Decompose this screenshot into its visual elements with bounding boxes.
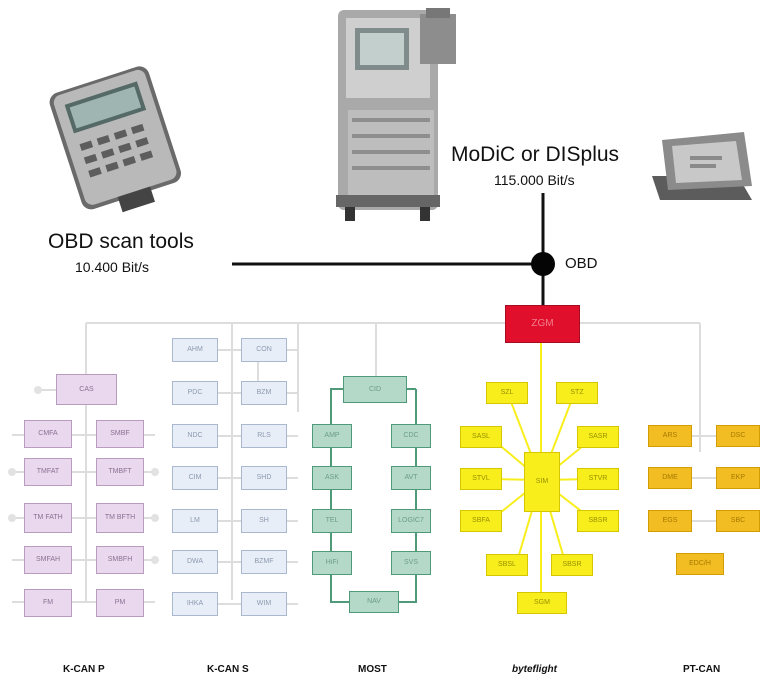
ecu-svs: SVS: [391, 551, 431, 575]
ecu-sbc: SBC: [716, 510, 760, 532]
ecu-cdc: CDC: [391, 424, 431, 448]
bus-label-byteflight: byteflight: [512, 664, 557, 675]
ecu-egs: EGS: [648, 510, 692, 532]
ecu-amp: AMP: [312, 424, 352, 448]
ecu-sasr: SASR: [577, 426, 619, 448]
ecu-tmfat: TMFAT: [24, 458, 72, 486]
ecu-tm-bfth: TM BFTH: [96, 503, 144, 533]
modic-label: MoDiC or DISplus: [451, 143, 620, 166]
ecu-ars: ARS: [648, 425, 692, 447]
obd-label: OBD: [565, 255, 598, 272]
ecu-ihka: IHKA: [172, 592, 218, 616]
ecu-ask: ASK: [312, 466, 352, 490]
obd-rate: 10.400 Bit/s: [75, 259, 149, 275]
ecu-sbsr: SBSR: [551, 554, 593, 576]
ecu-fm: FM: [24, 589, 72, 617]
bus-label-kcan-s: K-CAN S: [207, 664, 249, 675]
ecu-szl: SZL: [486, 382, 528, 404]
ecu-avt: AVT: [391, 466, 431, 490]
ecu-sasl: SASL: [460, 426, 502, 448]
ecu-ekp: EKP: [716, 467, 760, 489]
bus-label-pt-can: PT-CAN: [683, 664, 721, 675]
ecu-sgm: SGM: [517, 592, 567, 614]
laptop-tester-image: [652, 132, 752, 200]
ecu-sbfa: SBFA: [460, 510, 502, 532]
obd-tools-label: OBD scan tools: [48, 230, 194, 253]
obd-node: [531, 252, 555, 276]
ecu-ndc: NDC: [172, 424, 218, 448]
most-ring-right: [398, 389, 417, 603]
ecu-rls: RLS: [241, 424, 287, 448]
bus-label-most: MOST: [358, 664, 387, 675]
ecu-pdc: PDC: [172, 381, 218, 405]
ecu-stz: STZ: [556, 382, 598, 404]
ecu-edc: EDC/H: [676, 553, 724, 575]
ecu-zgm: ZGM: [505, 305, 580, 343]
ecu-logic7: LOGIC7: [391, 509, 431, 533]
ecu-cas: CAS: [56, 374, 117, 405]
ecu-tm-fath: TM FATH: [24, 503, 72, 533]
ecu-tel: TEL: [312, 509, 352, 533]
ecu-dme: DME: [648, 467, 692, 489]
ecu-sim: SIM: [524, 452, 560, 512]
ecu-bzm: BZM: [241, 381, 287, 405]
modic-rate: 115.000 Bit/s: [494, 172, 575, 188]
ecu-pm: PM: [96, 589, 144, 617]
most-ring-top: [330, 388, 345, 412]
pt-can-lines: [666, 435, 760, 565]
ecu-stvr: STVR: [577, 468, 619, 490]
ecu-cmfa: CMFA: [24, 420, 72, 448]
ecu-smbf: SMBF: [96, 420, 144, 448]
displus-tester-image: [336, 8, 456, 221]
ecu-tmbft: TMBFT: [96, 458, 144, 486]
ecu-wim: WIM: [241, 592, 287, 616]
ecu-dsc: DSC: [716, 425, 760, 447]
obd-scan-tool-image: [49, 66, 182, 213]
ecu-shd: SHD: [241, 466, 287, 490]
ecu-sbsl: SBSL: [486, 554, 528, 576]
ecu-cim: CIM: [172, 466, 218, 490]
ecu-dwa: DWA: [172, 550, 218, 574]
ecu-nav: NAV: [349, 591, 399, 613]
most-ring: [330, 389, 349, 603]
ecu-sh: SH: [241, 509, 287, 533]
ecu-cid: CID: [343, 376, 407, 403]
ecu-sbsr-right: SBSR: [577, 510, 619, 532]
ecu-smfah: SMFAH: [24, 546, 72, 574]
ecu-bzmf: BZMF: [241, 550, 287, 574]
ecu-smbfh: SMBFH: [96, 546, 144, 574]
bus-label-kcan-p: K-CAN P: [63, 664, 105, 675]
ecu-lm: LM: [172, 509, 218, 533]
ecu-ahm: AHM: [172, 338, 218, 362]
ecu-con: CON: [241, 338, 287, 362]
ecu-hifi: HiFi: [312, 551, 352, 575]
ecu-stvl: STVL: [460, 468, 502, 490]
kcan-p-terminals: [8, 386, 159, 564]
